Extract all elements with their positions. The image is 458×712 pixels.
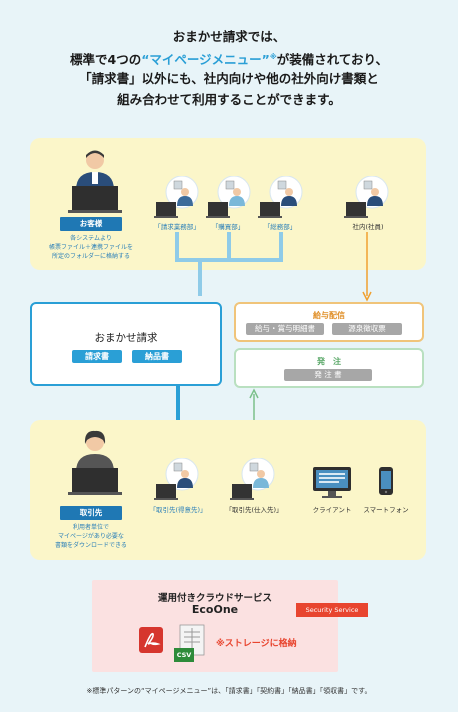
intro-line-1: おまかせ請求では、 — [172, 29, 286, 44]
client-label: クライアント — [312, 506, 352, 514]
customer-note-line: 帳票ファイル＋連携ファイルを — [48, 244, 133, 251]
security-service-badge: Security Service — [296, 603, 368, 617]
partner-note-line: 書類をダウンロードできる — [55, 542, 127, 549]
billing-dept-label: 「請求業務部」 — [154, 223, 200, 231]
intro-footnote-mark: ※ — [269, 53, 277, 61]
employee-label: 社内(社員) — [352, 223, 384, 231]
omakase-seikyu-box — [30, 302, 222, 386]
arrow-to-salary — [362, 291, 372, 302]
intro-line-4: 組み合わせて利用することができます。 — [117, 92, 341, 107]
pdf-file-icon — [138, 626, 164, 654]
ecoone-box — [92, 580, 338, 672]
intro-line-3: 「請求書」以外にも、社内向けや他の社外向け書類と — [79, 71, 379, 86]
partner-note: 利用者単位で マイページがあり必要な 書類をダウンロードできる — [40, 523, 142, 550]
customer-partner-label: 「取引先(得意先)」 — [149, 506, 207, 514]
mypage-menu-highlight: “マイページメニュー” — [141, 52, 270, 68]
footnote: ※標準パターンの“マイページメニュー”は、「請求書」「契約書」「納品書」「領収書… — [86, 687, 372, 695]
intro-line-2-pre: 標準で4つの — [70, 52, 142, 68]
omakase-seikyu-title: おまかせ請求 — [94, 332, 158, 344]
partner-avatar-icon — [66, 428, 124, 496]
smartphone-icon — [378, 466, 394, 496]
ecoone-name: EcoOne — [191, 603, 239, 616]
employee-person-icon — [342, 176, 392, 220]
customer-note: 各システムより 帳票ファイル＋連携ファイルを 所定のフォルダーに格納する — [40, 234, 142, 261]
partner-note-line: 利用者単位で — [72, 524, 109, 531]
customer-avatar-icon — [66, 146, 124, 214]
intro-line-2: 標準で4つの“マイページメニュー”※が装備されており、 — [0, 47, 458, 70]
salary-delivery-title: 給与配信 — [313, 311, 345, 320]
withholding-slip-item: 源泉徴収票 — [332, 323, 402, 335]
purchase-order-item: 発 注 書 — [284, 369, 372, 381]
customer-partner-person-icon — [152, 458, 202, 502]
purchase-order-box — [234, 348, 424, 388]
purchasing-dept-person-icon — [204, 176, 254, 220]
customer-tag: お客様 — [60, 217, 122, 231]
smartphone-label: スマートフォン — [363, 506, 409, 514]
billing-dept-person-icon — [152, 176, 202, 220]
salary-delivery-box — [234, 302, 424, 342]
supplier-partner-person-icon — [228, 458, 278, 502]
purchase-order-title: 発 注 — [317, 357, 341, 366]
intro-line-2-post: が装備されており、 — [276, 52, 388, 68]
customer-note-line: 所定のフォルダーに格納する — [51, 253, 130, 260]
supplier-partner-label: 「取引先(仕入先)」 — [225, 506, 283, 514]
general-affairs-person-icon — [256, 176, 306, 220]
storage-note: ※ストレージに格納 — [216, 639, 297, 649]
client-monitor-icon — [312, 466, 352, 500]
partner-tag: 取引先 — [60, 506, 122, 520]
payslip-item: 給与・賞与明細書 — [246, 323, 324, 335]
delivery-note-button: 納品書 — [132, 350, 182, 363]
partner-note-line: マイページがあり必要な — [58, 533, 124, 540]
invoice-button: 請求書 — [72, 350, 122, 363]
general-affairs-label: 「総務部」 — [263, 223, 297, 231]
ecoone-subtitle: 運用付きクラウドサービス — [157, 593, 272, 604]
customer-note-line: 各システムより — [70, 235, 112, 242]
arrow-to-order — [249, 388, 259, 399]
purchasing-dept-label: 「購買部」 — [211, 223, 245, 231]
csv-badge: CSV — [174, 648, 194, 662]
